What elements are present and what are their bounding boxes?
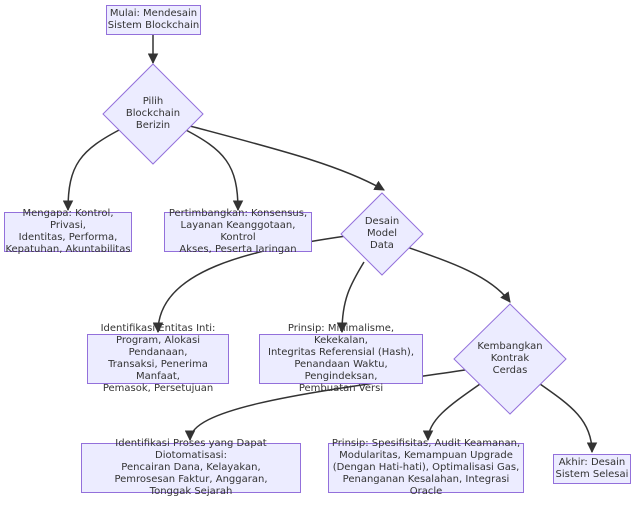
edge-design-smart bbox=[397, 243, 511, 303]
edge-smart-principles bbox=[422, 383, 481, 442]
decision-smart-shape bbox=[453, 303, 567, 415]
edge-design-principles bbox=[336, 261, 365, 334]
edge-smart-end bbox=[539, 383, 598, 454]
node-principles-contract: Prinsip: Spesifisitas, Audit Keamanan, M… bbox=[328, 438, 524, 497]
edge-choose-consider bbox=[181, 127, 244, 212]
node-consider: Pertimbangkan: Konsensus, Layanan Keangg… bbox=[164, 208, 312, 255]
edge-choose-why bbox=[62, 127, 124, 212]
node-choose-blockchain: Pilih Blockchain Berizin bbox=[125, 96, 181, 131]
decision-design-shape bbox=[340, 192, 424, 276]
node-smart-contracts: Kembangkan Kontrak Cerdas bbox=[477, 341, 543, 376]
node-start: Mulai: Mendesain Sistem Blockchain bbox=[106, 5, 201, 35]
node-end: Akhir: Desain Sistem Selesai bbox=[553, 454, 631, 484]
node-why: Mengapa: Kontrol, Privasi, Identitas, Pe… bbox=[4, 208, 132, 255]
decision-choose-shape bbox=[102, 63, 204, 165]
node-design-data-model: Desain Model Data bbox=[364, 216, 400, 251]
edge-choose-design bbox=[189, 125, 385, 191]
node-entities: Identifikasi Entitas Inti: Program, Alok… bbox=[87, 323, 229, 394]
node-automatable-processes: Identifikasi Proses yang Dapat Diotomati… bbox=[81, 438, 301, 497]
node-principles-data: Prinsip: Minimalisme, Kekekalan, Integri… bbox=[259, 323, 423, 394]
